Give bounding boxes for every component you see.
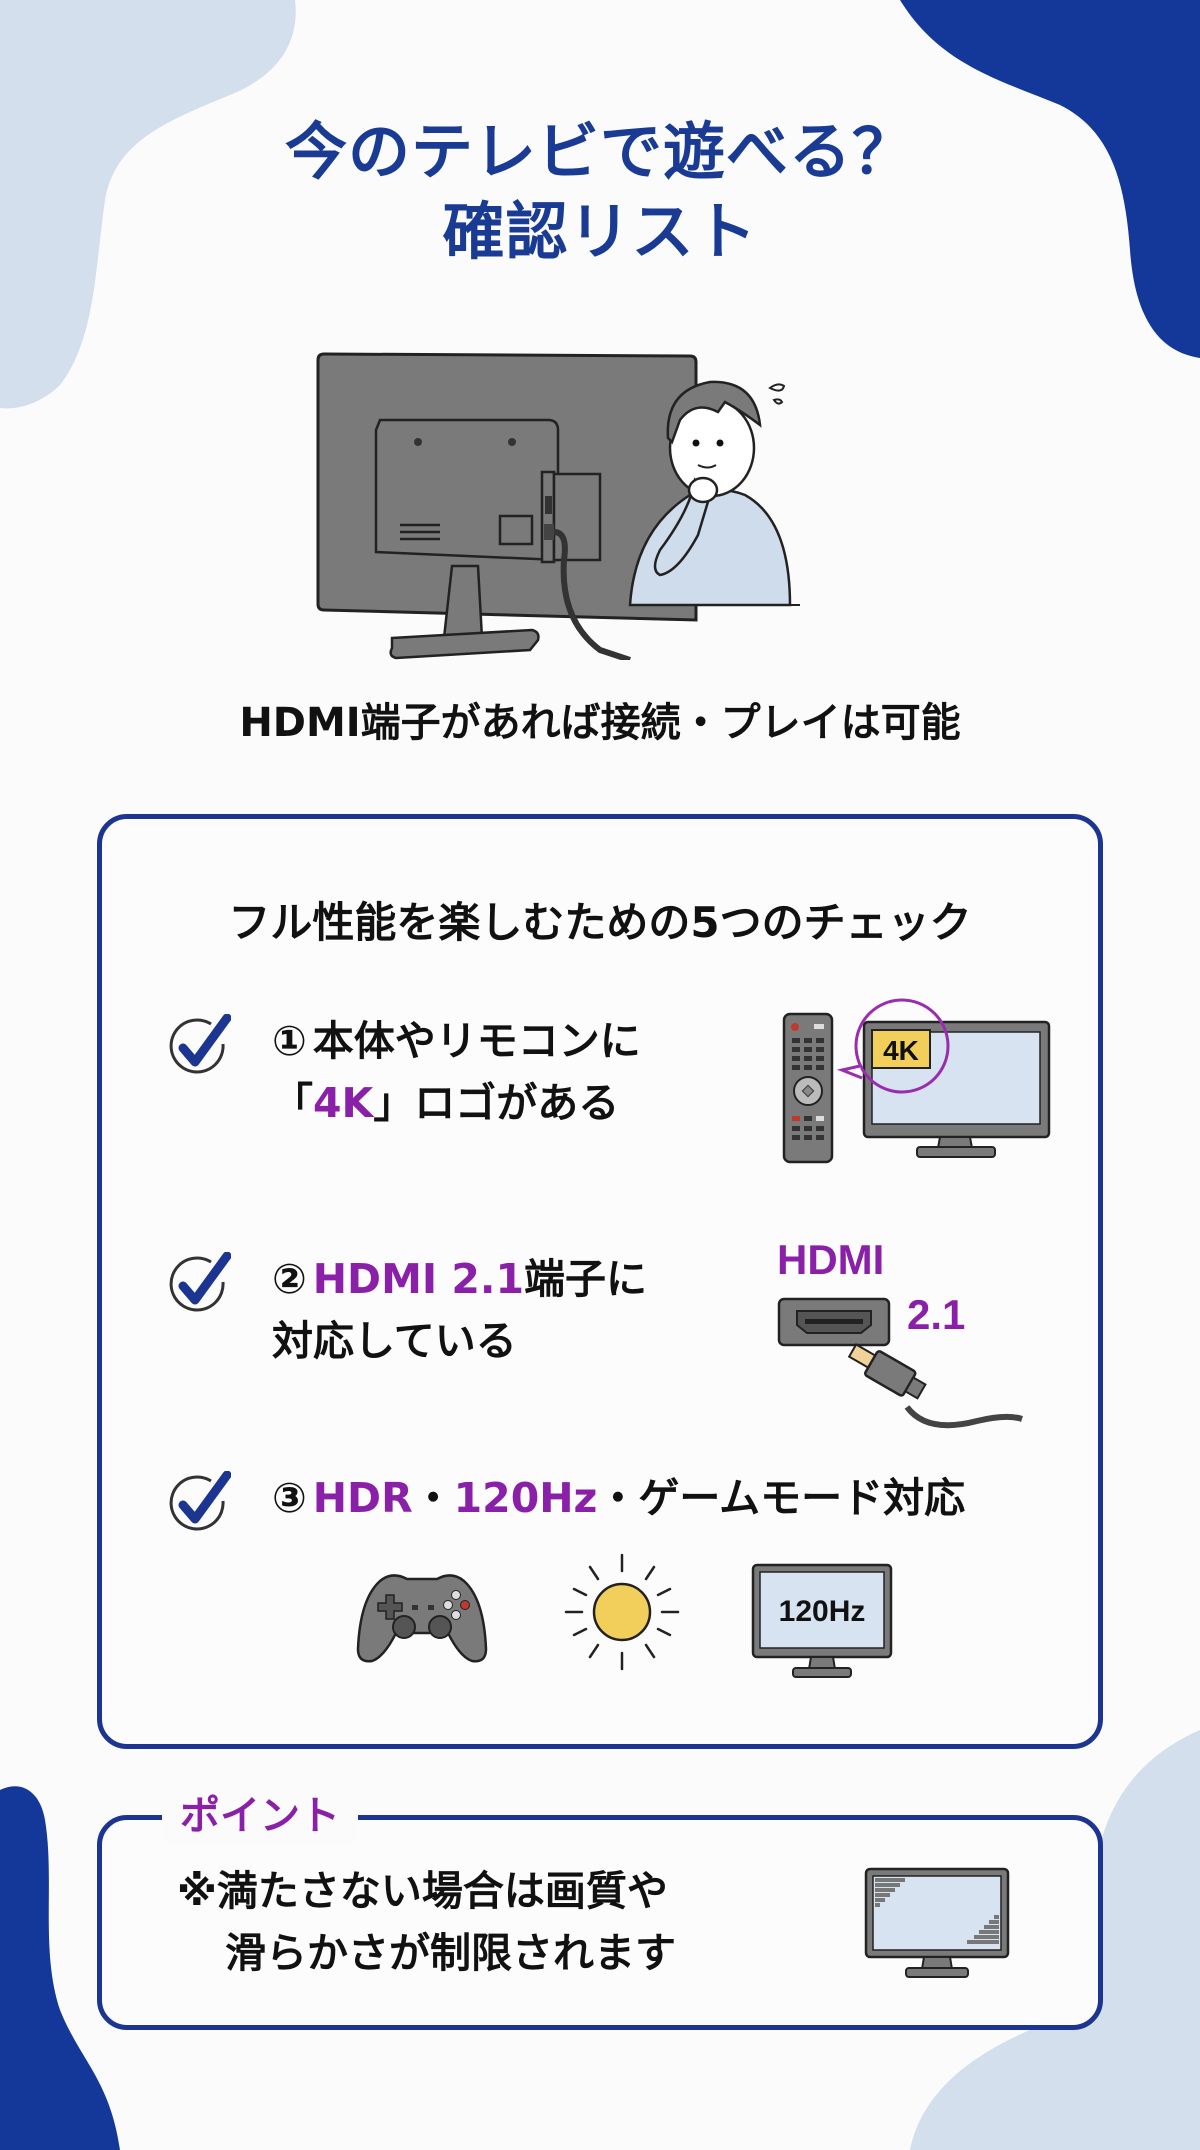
bg-shape-top-right xyxy=(900,0,1200,358)
checkmark-circle-icon xyxy=(169,1252,231,1312)
tv-back-icon xyxy=(316,352,698,660)
highlight-120hz: 120Hz xyxy=(453,1474,598,1522)
svg-text:120Hz: 120Hz xyxy=(779,1595,866,1628)
page-title: 今のテレビで遊べる？ 確認リスト xyxy=(0,112,1200,272)
checklist-heading: フル性能を楽しむための5つのチェック xyxy=(228,898,972,947)
game-controller-icon xyxy=(356,1574,488,1663)
checkmark-circle-icon xyxy=(169,1471,231,1531)
highlight-4k: 4K xyxy=(313,1079,374,1127)
title-line-2: 確認リスト xyxy=(442,195,758,268)
bg-shape-bottom-right xyxy=(910,1730,1200,2150)
remote-and-tv-4k-icon: 4K xyxy=(782,998,1051,1164)
hero-illustration-tv-and-person xyxy=(316,352,800,660)
item-number: ② xyxy=(272,1255,307,1303)
point-label: ポイント xyxy=(162,1786,358,1846)
tv-120hz-icon: 120Hz xyxy=(751,1563,893,1678)
svg-text:HDMI: HDMI xyxy=(777,1236,884,1283)
highlight-hdr: HDR xyxy=(312,1474,413,1522)
item-number: ③ xyxy=(272,1474,307,1522)
item-number: ① xyxy=(272,1017,307,1065)
checkmark-circle-icon xyxy=(169,1014,231,1074)
svg-text:2.1: 2.1 xyxy=(907,1291,965,1338)
tv-pixelated-screen-icon xyxy=(864,1867,1010,1978)
title-line-1: 今のテレビで遊べる？ xyxy=(284,115,915,188)
bg-shape-top-left xyxy=(0,0,296,409)
hdmi-port-cable-icon: HDMI 2.1 xyxy=(777,1236,1023,1429)
highlight-hdmi-2-1: HDMI 2.1 xyxy=(312,1255,525,1303)
point-note-box: ポイント ※満たさない場合は画質や 滑らかさが制限されます xyxy=(97,1786,1103,2030)
hdmi-connection-note: HDMI端子があれば接続・プレイは可能 xyxy=(239,700,961,746)
point-note-text: ※満たさない場合は画質や 滑らかさが制限されます xyxy=(177,1867,676,1977)
bg-shape-bottom-left xyxy=(0,1786,120,2150)
svg-text:4K: 4K xyxy=(883,1035,919,1066)
person-thinking-icon xyxy=(628,380,800,607)
sun-hdr-icon xyxy=(564,1553,680,1671)
